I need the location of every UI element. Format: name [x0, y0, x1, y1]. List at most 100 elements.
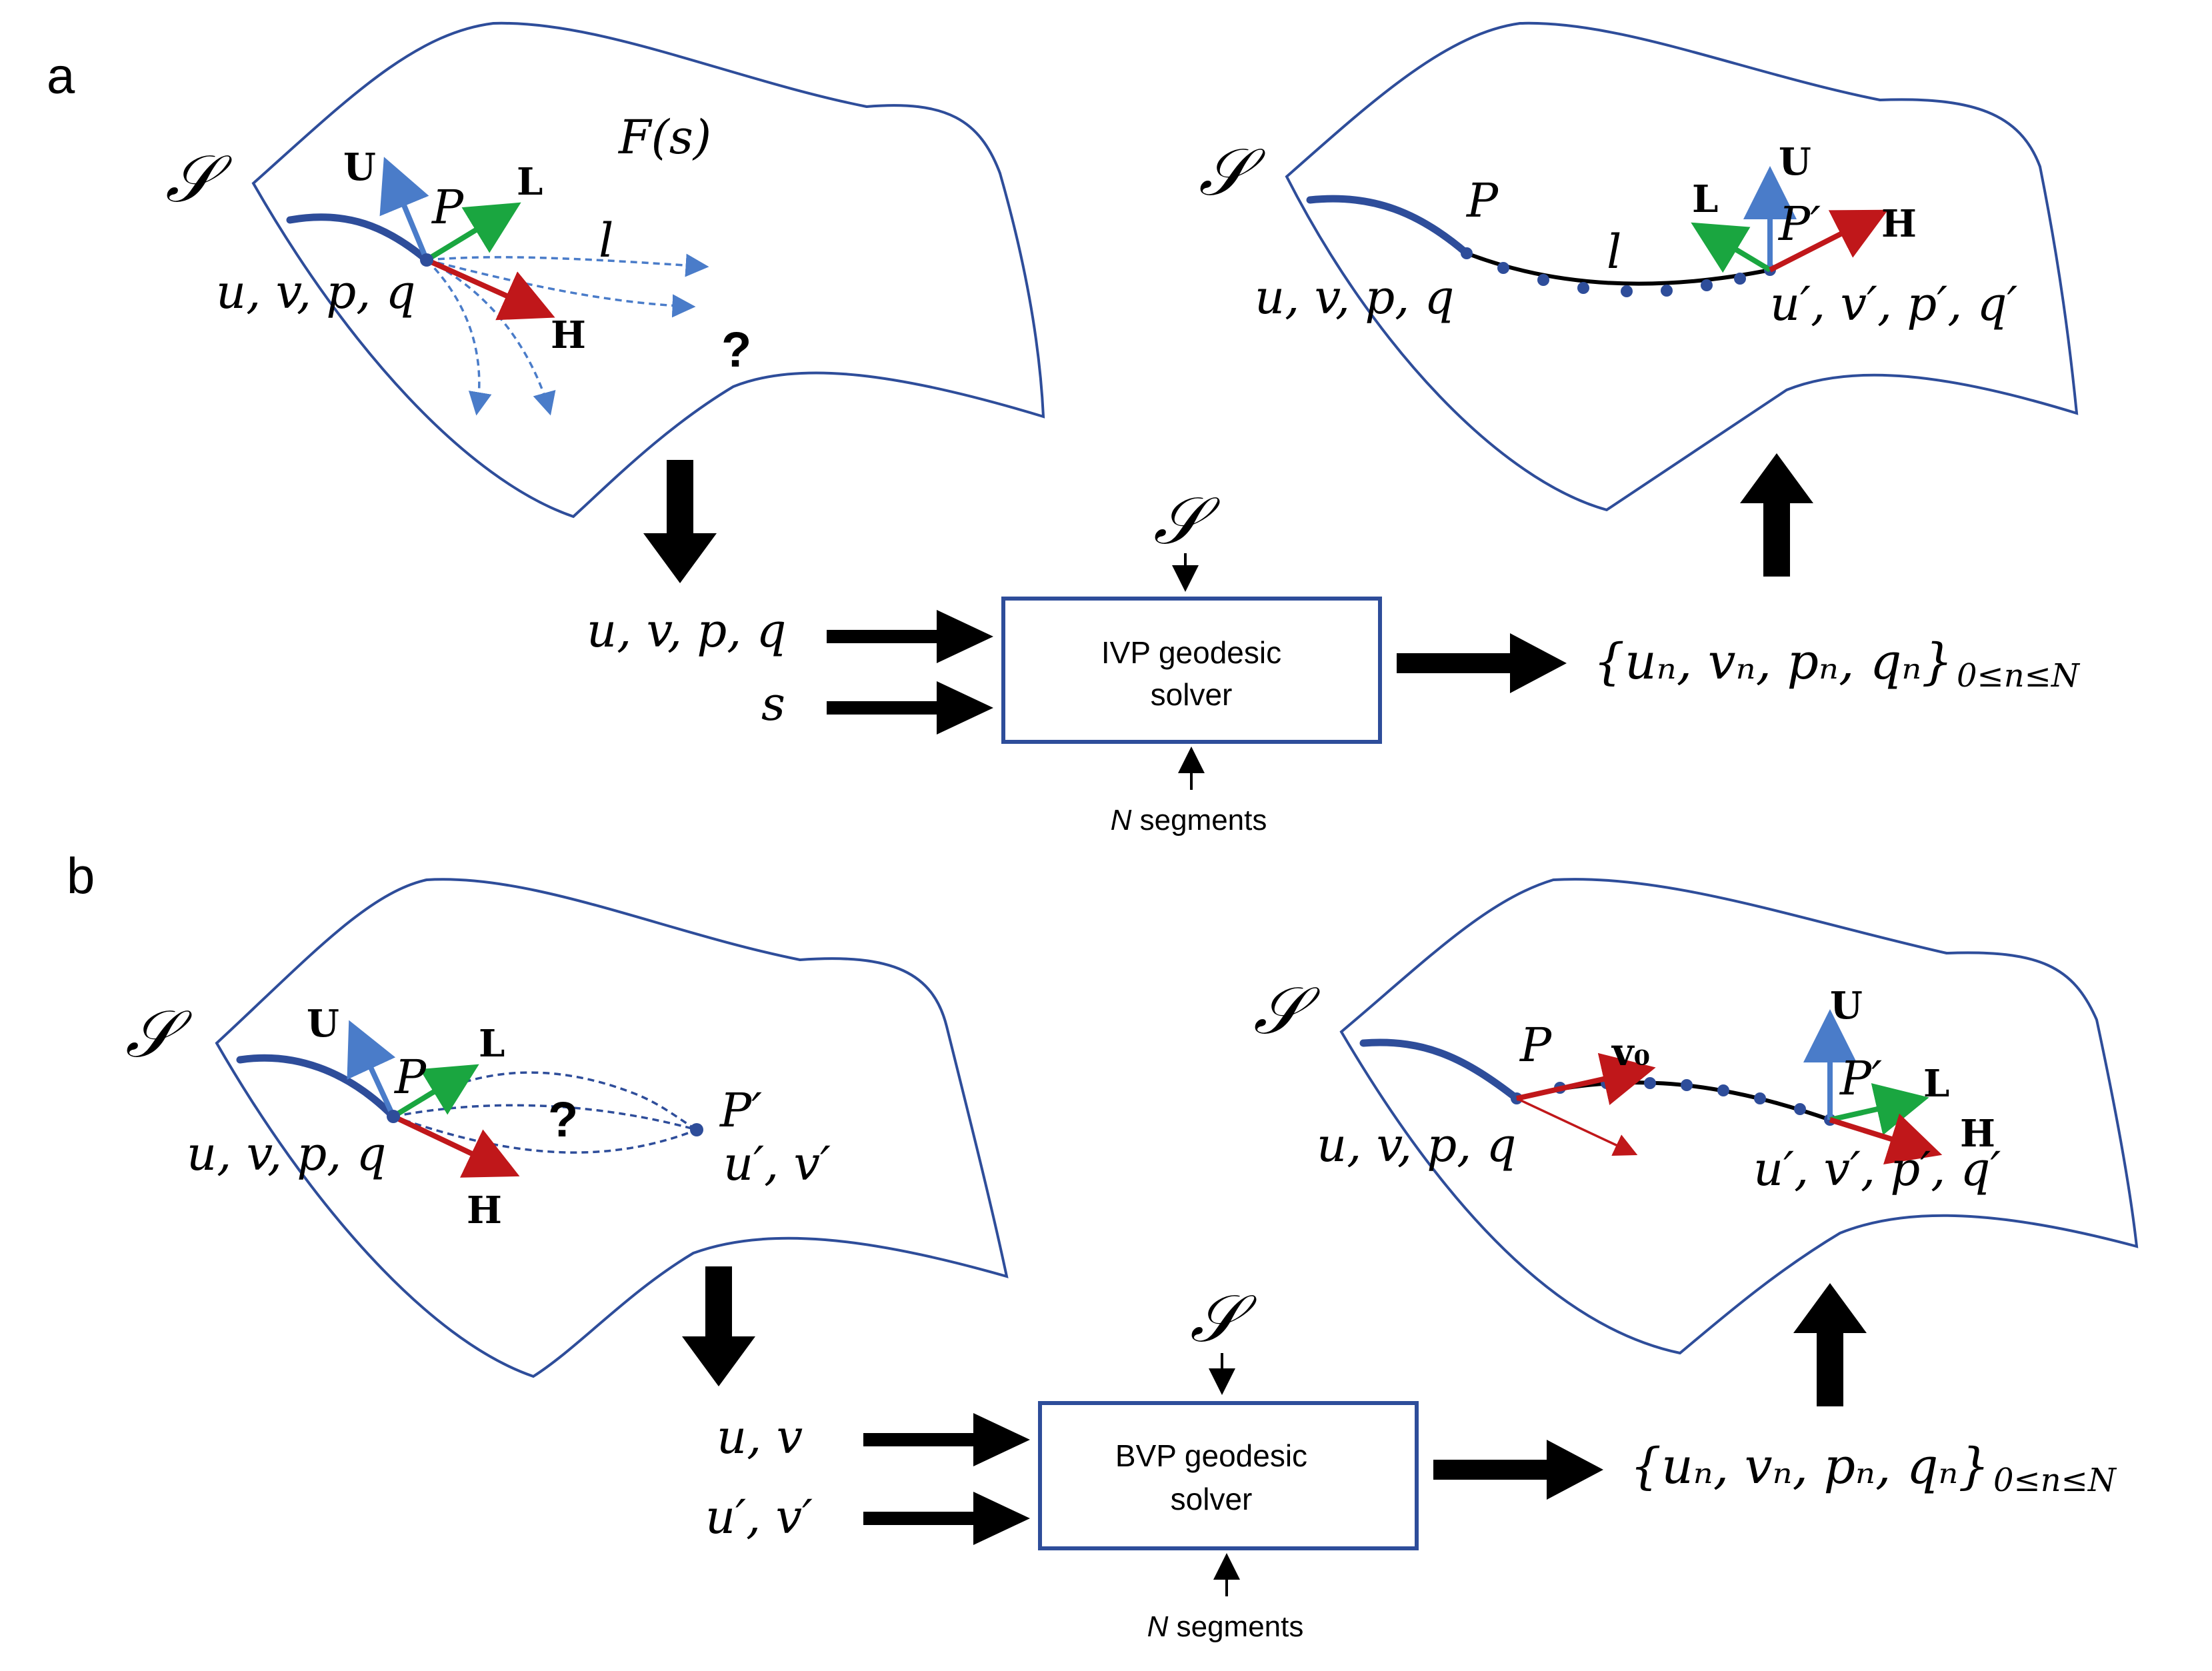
end-point-label: P′: [1777, 197, 1821, 251]
L-vector-arrow: [1691, 222, 1772, 273]
surface-outline: [215, 878, 1009, 1378]
U-vector-label: U: [1830, 984, 1863, 1028]
geodesic-node: [1461, 247, 1473, 259]
input-arrow: [827, 610, 993, 663]
H-vector-arrow: [425, 257, 555, 321]
segments-label: N segments: [1111, 804, 1267, 836]
surface-a-right: 𝒮 U L H P P′ u, v, p, q: [1199, 21, 2079, 512]
ivp-solver-box: [1001, 597, 1382, 744]
panel-letter: a: [47, 48, 75, 105]
start-point-label: P: [1465, 173, 1499, 228]
solver-label-line2: solver: [1151, 677, 1233, 712]
output-arrow: [1397, 633, 1567, 693]
coords-label: u, v, p, q: [216, 265, 415, 319]
down-arrow: [643, 460, 717, 583]
up-arrow: [1793, 1283, 1867, 1406]
U-vector-label: U: [307, 1002, 339, 1046]
geodesic-node: [1734, 273, 1746, 285]
surface-b-left: 𝒮 U L H P P′ u, v, p, q u′, v′ ?: [125, 878, 1009, 1378]
point-P-marker: [387, 1110, 400, 1123]
point-P-label: P: [393, 1050, 427, 1104]
geodesic-node: [1681, 1079, 1693, 1091]
H-vector-arrow: [1769, 209, 1889, 273]
input-label: u, v: [717, 1410, 803, 1464]
point-P-marker: [420, 253, 433, 267]
H-vector-arrow: [1829, 1113, 1943, 1165]
L-vector-label: L: [517, 160, 543, 204]
surface-input-label: 𝒮: [1153, 483, 1221, 559]
input-arrow: [863, 1413, 1030, 1466]
surface-input-label: 𝒮: [1190, 1281, 1257, 1357]
segments-n: N: [1111, 804, 1132, 836]
coords-label: u, v, p, q: [187, 1126, 386, 1181]
geodesic-node: [1644, 1077, 1656, 1089]
geodesic-node: [1701, 279, 1713, 291]
candidate-geodesic: [393, 1115, 697, 1154]
end-coords-label: u′, v′, p′, q′: [1753, 1142, 2001, 1196]
incoming-curve: [1359, 1038, 1521, 1102]
U-vector-arrow: [347, 1020, 396, 1118]
geodesic-node: [1621, 285, 1633, 297]
panel-a: a 𝒮 F(s) U L H P u, v, p, q l ?: [47, 21, 2081, 836]
solver-label-line1: IVP geodesic: [1101, 635, 1281, 670]
L-vector-label: L: [1923, 1062, 1949, 1106]
point-P-label: P: [431, 180, 465, 235]
surface-label: 𝒮: [165, 141, 233, 217]
candidate-geodesic: [426, 253, 709, 277]
up-arrow: [1740, 453, 1813, 577]
initial-guess-arrow: [1516, 1097, 1638, 1156]
output-range: 0≤n≤N: [1993, 1462, 2117, 1499]
U-vector-label: U: [1779, 140, 1811, 184]
start-coords-label: u, v, p, q: [1255, 270, 1454, 325]
bvp-solver-box: [1038, 1401, 1419, 1550]
start-coords-label: u, v, p, q: [1317, 1118, 1516, 1172]
solver-label-line2: solver: [1171, 1482, 1253, 1516]
curve-length-label: l: [1607, 225, 1621, 279]
segments-text: segments: [1168, 1610, 1303, 1643]
candidate-geodesic: [393, 1104, 697, 1131]
panel-b: b 𝒮 U L H P P′ u, v, p, q u′, v′ ?: [67, 848, 2139, 1643]
geodesic-node: [1754, 1092, 1766, 1104]
unknown-mark: ?: [548, 1092, 578, 1147]
functional-label: F(s): [617, 110, 711, 165]
output-sequence: {uₙ, vₙ, pₙ, qₙ}: [1593, 633, 1953, 691]
surface-outline: [1285, 21, 2079, 512]
U-vector-arrow: [379, 157, 429, 261]
geodesic-node: [1577, 282, 1589, 294]
input-arrow: [827, 681, 993, 735]
H-vector-label: H: [1881, 202, 1917, 246]
surface-label: 𝒮: [1199, 135, 1266, 211]
geodesic-node: [1717, 1084, 1729, 1096]
end-point-label: P′: [1839, 1051, 1882, 1106]
surface-outline: [251, 21, 1045, 519]
solver-label-line1: BVP geodesic: [1115, 1438, 1307, 1473]
L-vector-label: L: [479, 1022, 505, 1066]
L-vector-arrow: [425, 202, 521, 263]
surface-outline: [1339, 878, 2139, 1355]
geodesic-node: [1661, 285, 1673, 297]
flow-b: u, v u′, v′ 𝒮 BVP geodesic solver N segm…: [682, 1266, 2117, 1643]
input-label: s: [761, 677, 785, 731]
H-vector-label: H: [551, 313, 586, 357]
geodesic-node: [1497, 262, 1509, 274]
output-sequence: {uₙ, vₙ, pₙ, qₙ}: [1630, 1438, 1989, 1495]
target-point-label: P′: [719, 1083, 762, 1138]
input-label: u′, v′: [705, 1490, 813, 1544]
H-vector-label: H: [467, 1188, 502, 1232]
candidate-geodesic: [393, 1071, 697, 1131]
input-label: u, v, p, q: [587, 603, 786, 658]
v0-vector-arrow: [1516, 1052, 1656, 1105]
down-arrow: [682, 1266, 755, 1386]
U-vector-label: U: [343, 145, 376, 189]
end-coords-label: u′, v′, p′, q′: [1770, 277, 2017, 331]
start-point-label: P: [1519, 1018, 1553, 1072]
candidate-geodesic: [425, 259, 492, 416]
segments-label: N segments: [1147, 1610, 1304, 1643]
segments-n: N: [1147, 1610, 1169, 1643]
unknown-mark: ?: [721, 322, 751, 377]
L-vector-label: L: [1692, 177, 1718, 221]
panel-letter: b: [67, 848, 95, 904]
candidate-geodesic: [426, 259, 696, 318]
target-coords-label: u′, v′: [723, 1136, 831, 1191]
